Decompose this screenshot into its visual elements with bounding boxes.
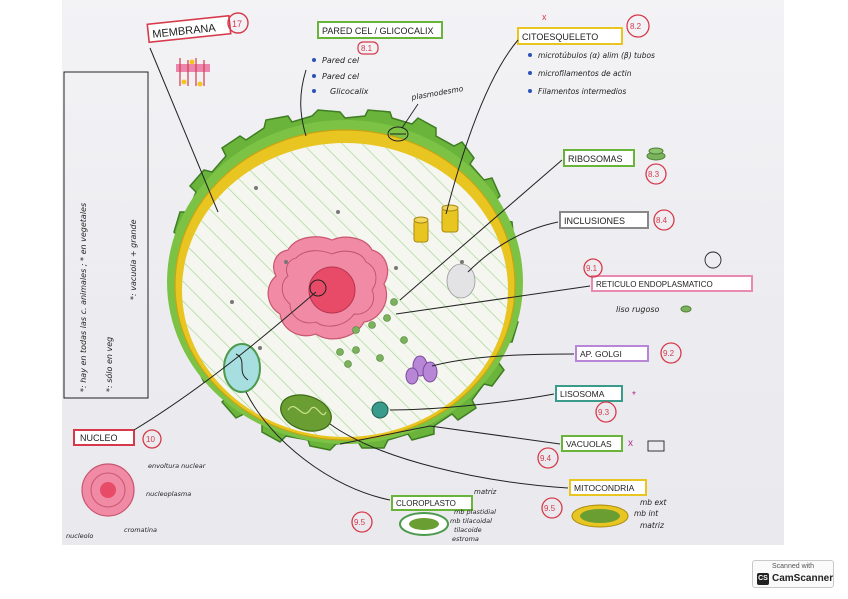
inclusiones-label: INCLUSIONES bbox=[564, 216, 625, 226]
golgi-in-cell bbox=[405, 355, 438, 385]
vacuole-large bbox=[446, 263, 476, 299]
nucleo-label-group: NUCLEO 10 envoltura nuclear nucleoplasma… bbox=[66, 291, 317, 540]
mitocondria-num: 9.5 bbox=[544, 504, 556, 513]
reticulo-label: RETICULO ENDOPLASMATICO bbox=[596, 280, 713, 289]
reticulo-label-group: RETICULO ENDOPLASMATICO 9.1 liso rugoso bbox=[395, 251, 753, 315]
lisosoma-num: 9.3 bbox=[598, 408, 610, 417]
lisosoma-label-group: LISOSOMA 9.3 * bbox=[389, 385, 636, 423]
camscanner-logo-icon: CS bbox=[757, 573, 769, 585]
cloroplasto-num: 9.5 bbox=[354, 518, 366, 527]
scanned-with-text: Scanned with bbox=[771, 563, 815, 570]
cloroplasto-item-4: estroma bbox=[452, 535, 479, 543]
citoesqueleto-num: 8.2 bbox=[630, 22, 642, 31]
nucleo-item-3: nucleolo bbox=[66, 532, 93, 540]
citoesqueleto-item-2: microfilamentos de actin bbox=[538, 69, 632, 78]
reticulo-sub: liso rugoso bbox=[616, 305, 660, 314]
nucleo-item-4: cromatina bbox=[124, 526, 157, 534]
membrana-num: 17 bbox=[232, 19, 242, 29]
citoesqueleto-item-3: Filamentos intermedios bbox=[538, 87, 626, 96]
svg-text:*: * bbox=[632, 390, 636, 401]
cloroplasto-item-3: tilacoide bbox=[454, 526, 482, 534]
nucleus-envelope-inner bbox=[281, 250, 377, 327]
camscanner-brand: CamScanner bbox=[772, 573, 834, 584]
svg-text:x: x bbox=[628, 438, 633, 449]
nucleo-label: NUCLEO bbox=[80, 433, 118, 443]
citoesqueleto-label: CITOESQUELETO bbox=[522, 32, 598, 42]
cloroplasto-item-2: mb tilacoidal bbox=[450, 517, 492, 525]
cloroplasto-label-group: CLOROPLASTO 9.5 mb plastidial mb tilacoi… bbox=[245, 391, 496, 543]
svg-text:x: x bbox=[542, 12, 547, 22]
plasmodesmo-mark bbox=[387, 126, 409, 142]
reticulo-num: 9.1 bbox=[586, 264, 598, 273]
plasmodesmo-label: plasmodesmo bbox=[410, 84, 465, 102]
vacuole-sketch-icon bbox=[647, 440, 665, 452]
side-notes: *: hay en todas las c. animales ; * en v… bbox=[63, 71, 149, 399]
cloroplasto-label: CLOROPLASTO bbox=[396, 499, 456, 508]
mitocondria-label: MITOCONDRIA bbox=[574, 483, 635, 493]
pared-label: PARED CEL / GLICOCALIX bbox=[322, 26, 434, 36]
pared-item-1: Pared cel bbox=[322, 56, 360, 65]
cloroplasto-item-1: mb plastidial bbox=[454, 508, 496, 516]
golgi-num: 9.2 bbox=[663, 349, 675, 358]
pared-label-group: PARED CEL / GLICOCALIX 8.1 Pared cel Par… bbox=[300, 21, 465, 137]
vacuolas-label: VACUOLAS bbox=[566, 439, 612, 449]
pared-item-3: Glicocalix bbox=[330, 87, 369, 96]
lisosoma-label: LISOSOMA bbox=[560, 389, 605, 399]
citoesqueleto-label-group: CITOESQUELETO x 8.2 microtúbulos (α) ali… bbox=[445, 12, 655, 215]
grey-granules bbox=[230, 186, 464, 350]
vacuolas-label-group: VACUOLAS 9.4 x bbox=[339, 425, 665, 469]
pared-item-2: Pared cel bbox=[322, 72, 360, 81]
membrane-sketch-icon bbox=[176, 58, 210, 87]
membrana-label-group: MEMBRANA 17 bbox=[146, 12, 249, 213]
inclusiones-label-group: INCLUSIONES 8.4 bbox=[467, 209, 675, 273]
ribosomas-label: RIBOSOMAS bbox=[568, 154, 623, 164]
side-note-3: *: vacuola + grande bbox=[129, 219, 138, 300]
mitocondria-item-3: matriz bbox=[640, 521, 665, 530]
nucleo-item-2: nucleoplasma bbox=[146, 490, 191, 498]
golgi-label-group: AP. GOLGI 9.2 bbox=[431, 342, 682, 367]
golgi-label: AP. GOLGI bbox=[580, 349, 622, 359]
ribosome-dots bbox=[336, 298, 408, 368]
nucleo-num: 10 bbox=[146, 435, 155, 444]
mitocondria-item-2: mb int bbox=[634, 509, 659, 518]
mitocondria-item-1: mb ext bbox=[640, 498, 668, 507]
ribosomas-label-group: RIBOSOMAS 8.3 bbox=[399, 147, 667, 301]
ribosomas-num: 8.3 bbox=[648, 170, 660, 179]
inclusiones-num: 8.4 bbox=[656, 216, 668, 225]
vacuolas-num: 9.4 bbox=[540, 454, 552, 463]
citoesqueleto-item-1: microtúbulos (α) alim (β) tubos bbox=[538, 51, 655, 60]
nucleolus bbox=[308, 266, 356, 314]
side-note-2: *: sólo en veg bbox=[104, 337, 114, 392]
camscanner-badge: Scanned with CS CamScanner bbox=[752, 560, 834, 588]
pared-num: 8.1 bbox=[361, 44, 373, 53]
side-note-1: *: hay en todas las c. animales ; * en v… bbox=[79, 203, 88, 392]
mitocondria-matriz: matriz bbox=[474, 488, 497, 496]
nucleo-item-1: envoltura nuclear bbox=[148, 462, 207, 470]
lysosome-in-cell bbox=[371, 401, 389, 419]
nucleolus-core bbox=[309, 279, 327, 297]
mitocondria-label-group: MITOCONDRIA matriz 9.5 mb ext mb int mat… bbox=[329, 423, 668, 530]
